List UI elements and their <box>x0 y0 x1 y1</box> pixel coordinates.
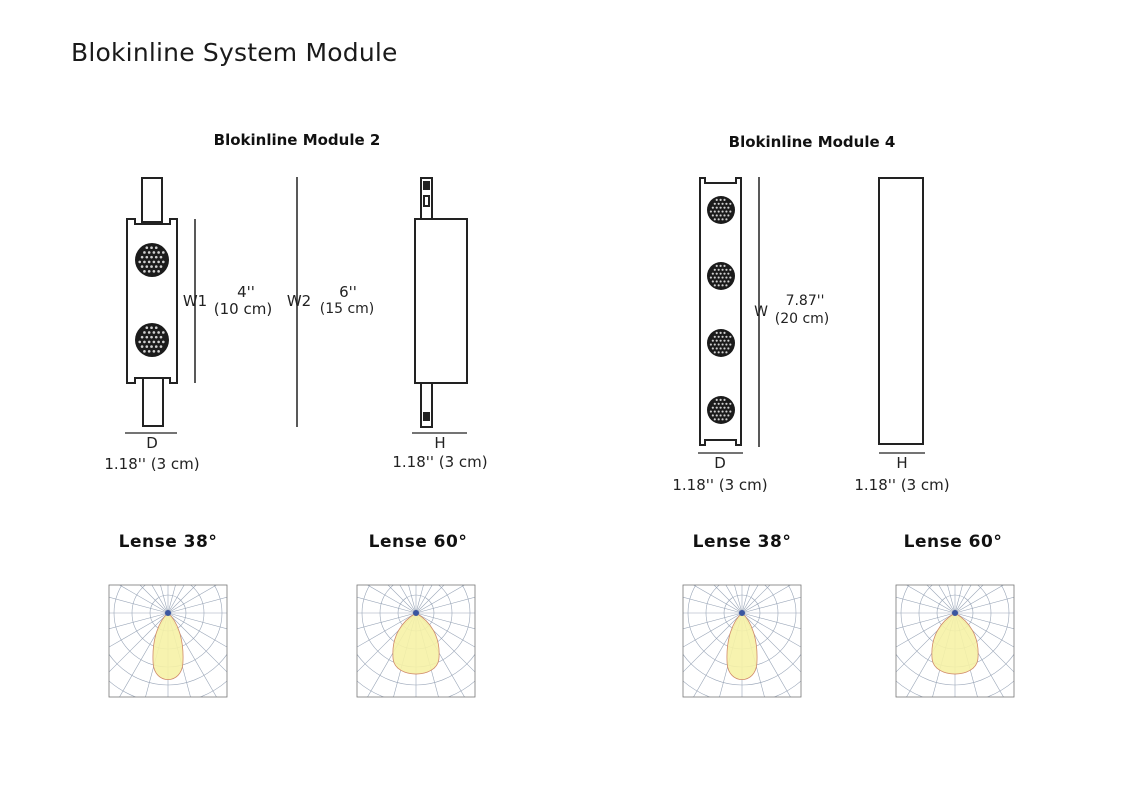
polar-grid <box>683 585 801 697</box>
lens-icon <box>707 196 735 224</box>
w2-label: W2 <box>286 292 312 310</box>
page-title: Blokinline System Module <box>71 38 398 67</box>
polar-frame <box>682 584 802 698</box>
module4-title: Blokinline Module 4 <box>728 133 896 151</box>
w1-cm: (10 cm) <box>213 300 273 318</box>
lens-icon <box>707 262 735 290</box>
lense-label: Lense 38° <box>118 532 218 552</box>
lens-icon <box>135 243 169 277</box>
light-distribution-lobe <box>152 612 184 680</box>
w2-cm: (15 cm) <box>319 301 375 317</box>
polar-diagram <box>682 584 802 698</box>
light-source-marker <box>165 610 171 616</box>
polar-diagram <box>356 584 476 698</box>
lens-icon <box>135 323 169 357</box>
polar-frame <box>108 584 228 698</box>
light-distribution-lobe <box>726 612 758 680</box>
light-distribution-lobe <box>392 612 440 675</box>
module4-side-view <box>878 177 924 445</box>
d-label: D <box>146 434 158 452</box>
module4-front-view <box>699 177 742 446</box>
w-inches: 7.87'' <box>785 293 825 309</box>
w1-label: W1 <box>182 292 208 310</box>
h-value: 1.18'' (3 cm) <box>392 453 488 471</box>
light-distribution-lobe <box>931 612 979 675</box>
h-label: H <box>434 434 446 452</box>
light-source-marker <box>952 610 958 616</box>
d-value: 1.18'' (3 cm) <box>104 455 200 473</box>
polar-grid <box>357 585 475 697</box>
w1-inches: 4'' <box>237 283 255 301</box>
lense-label: Lense 38° <box>692 532 792 552</box>
module2-side-view <box>414 177 468 428</box>
module2-lenses <box>135 243 169 357</box>
polar-frame <box>356 584 476 698</box>
w2-inches: 6'' <box>339 283 357 301</box>
h-label-4: H <box>896 454 908 472</box>
light-source-marker <box>413 610 419 616</box>
polar-diagram <box>108 584 228 698</box>
polar-grid <box>109 585 227 697</box>
polar-frame <box>895 584 1015 698</box>
module4-lenses <box>707 196 735 424</box>
polar-diagram <box>895 584 1015 698</box>
lens-icon <box>707 396 735 424</box>
lense-label: Lense 60° <box>903 532 1003 552</box>
module2-title: Blokinline Module 2 <box>213 131 381 149</box>
w-label: W <box>754 304 768 320</box>
module2-front-view <box>126 177 178 427</box>
w-cm: (20 cm) <box>774 311 830 327</box>
lens-icon <box>707 329 735 357</box>
light-source-marker <box>739 610 745 616</box>
h-value-4: 1.18'' (3 cm) <box>854 476 950 494</box>
d-value-4: 1.18'' (3 cm) <box>672 476 768 494</box>
d-label-4: D <box>714 454 726 472</box>
lense-label: Lense 60° <box>368 532 468 552</box>
polar-grid <box>896 585 1014 697</box>
